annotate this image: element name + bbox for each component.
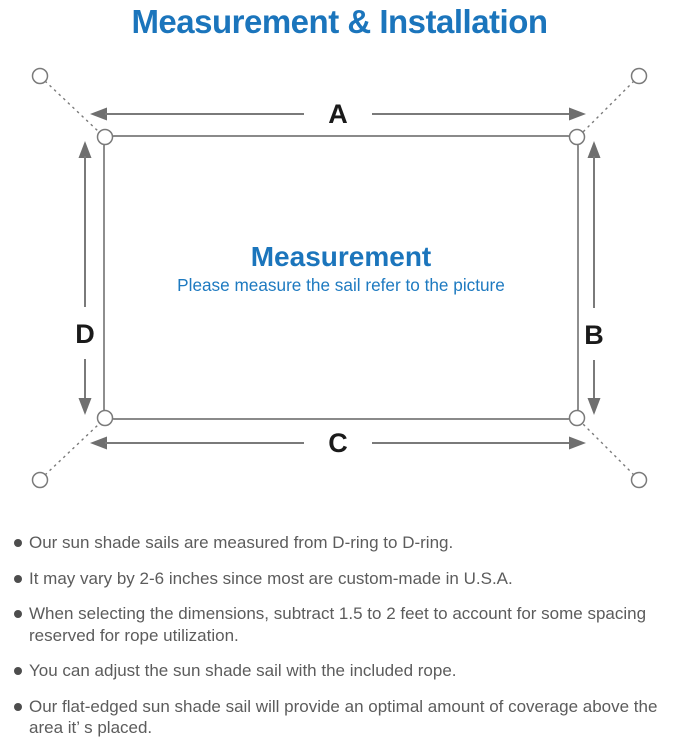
diagram-center-title: Measurement <box>251 241 432 272</box>
d-ring-icon <box>96 128 114 146</box>
bullet-dot-icon <box>14 574 22 583</box>
bullet-dot-icon <box>14 702 22 711</box>
dimension-arrow-d: D <box>75 141 95 415</box>
arrowhead-right-icon <box>569 436 586 450</box>
page-title: Measurement & Installation <box>131 3 548 40</box>
list-item: Our flat-edged sun shade sail will provi… <box>14 696 677 739</box>
tie-line-top-right <box>582 80 635 133</box>
dimension-label-d: D <box>75 319 95 349</box>
sail-measurement-diagram: A C D <box>0 57 679 517</box>
diagram-center-subtitle: Please measure the sail refer to the pic… <box>177 275 505 295</box>
arrowhead-down-icon <box>78 398 92 415</box>
d-ring-icon <box>96 409 114 427</box>
anchor-point-icon <box>31 471 49 489</box>
dimension-arrow-b: B <box>584 141 604 415</box>
sail-diagram-graphic: A C D <box>31 67 648 489</box>
list-item: You can adjust the sun shade sail with t… <box>14 660 677 682</box>
arrowhead-down-icon <box>587 398 601 415</box>
bullet-dot-icon <box>14 539 22 547</box>
arrowhead-left-icon <box>90 107 107 121</box>
bullet-dot-icon <box>14 610 22 618</box>
list-item: It may vary by 2-6 inches since most are… <box>14 568 677 590</box>
arrowhead-up-icon <box>587 141 601 158</box>
tie-line-top-left <box>44 80 100 133</box>
arrowhead-left-icon <box>90 436 107 450</box>
dimension-label-b: B <box>584 320 604 350</box>
bullet-dot-icon <box>14 667 22 675</box>
d-ring-icon <box>568 128 586 146</box>
note-text: When selecting the dimensions, subtract … <box>29 604 647 645</box>
note-text: You can adjust the sun shade sail with t… <box>29 661 457 680</box>
dimension-arrow-a: A <box>90 99 586 129</box>
arrowhead-right-icon <box>569 107 586 121</box>
tie-line-bottom-left <box>44 423 100 476</box>
d-ring-icon <box>568 409 586 427</box>
dimension-label-c: C <box>328 428 348 458</box>
notes-list: Our sun shade sails are measured from D-… <box>0 532 679 739</box>
arrowhead-up-icon <box>78 141 92 158</box>
anchor-points <box>31 67 648 489</box>
anchor-point-icon <box>630 67 648 85</box>
list-item: When selecting the dimensions, subtract … <box>14 603 677 646</box>
anchor-point-icon <box>31 67 49 85</box>
list-item: Our sun shade sails are measured from D-… <box>14 532 677 554</box>
anchor-point-icon <box>630 471 648 489</box>
tie-line-bottom-right <box>582 423 635 476</box>
dimension-arrow-c: C <box>90 428 586 458</box>
note-text: Our flat-edged sun shade sail will provi… <box>29 696 658 738</box>
corner-d-rings <box>96 128 586 427</box>
sail-outline <box>103 135 579 420</box>
dimension-label-a: A <box>328 99 348 129</box>
note-text: It may vary by 2-6 inches since most are… <box>29 568 513 588</box>
note-text: Our sun shade sails are measured from D-… <box>29 533 454 552</box>
